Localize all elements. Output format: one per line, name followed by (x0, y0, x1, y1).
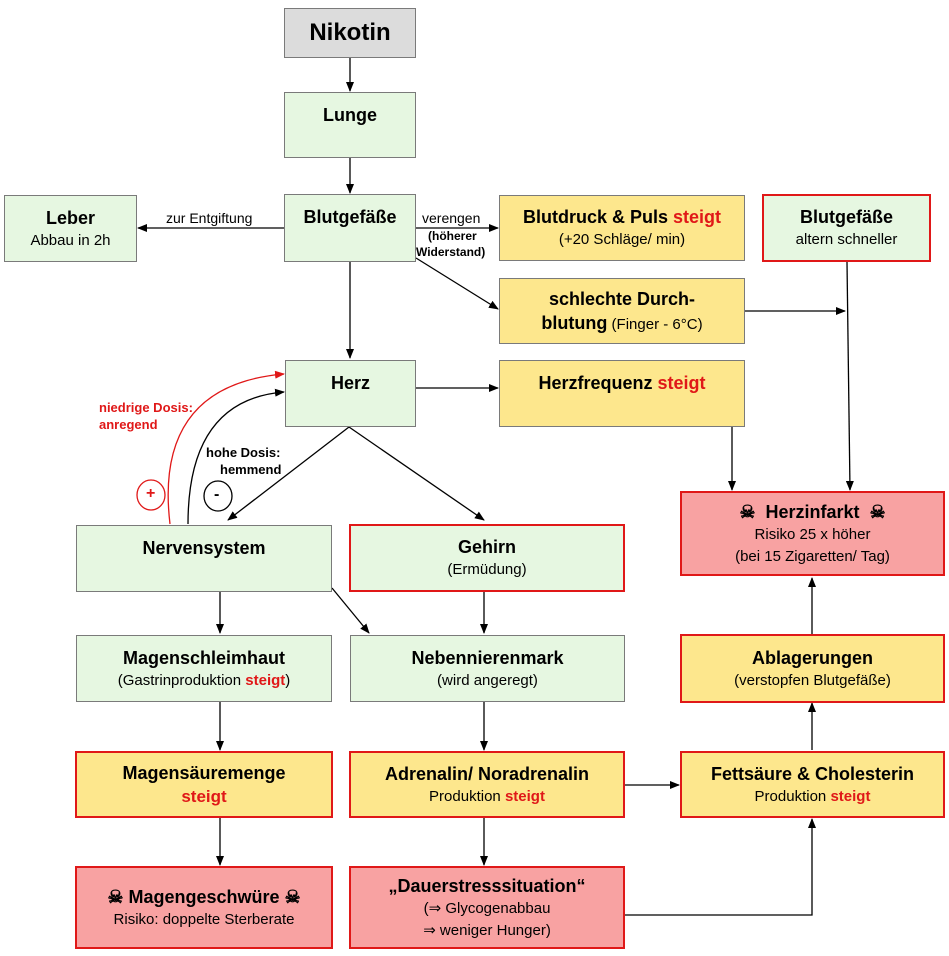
minus-circle (203, 480, 233, 512)
node-fettsaeure-steigt: steigt (830, 787, 871, 805)
skull-icon: ☠ (869, 501, 886, 522)
node-blutgefaesse-altern-sub: altern schneller (795, 231, 898, 248)
label-hemmend: hemmend (220, 462, 282, 477)
node-durchblutung-title-1: schlechte Durch- (548, 288, 696, 309)
node-adrenalin: Adrenalin/ Noradrenalin Produktion steig… (349, 751, 625, 818)
arrow-nerven-herz-hemmend (187, 388, 285, 525)
node-nikotin: Nikotin (284, 8, 416, 58)
node-nervensystem-title: Nervensystem (142, 538, 266, 558)
node-nervensystem: Nervensystem (76, 525, 332, 592)
node-nebennierenmark-sub: (wird angeregt) (437, 671, 538, 689)
node-herzinfarkt-sub-1: Risiko 25 x höher (754, 525, 871, 543)
node-blutgefaesse-altern: Blutgefäße altern schneller (762, 194, 931, 262)
arrow-blutgefaesse-durchblutung (415, 257, 499, 310)
node-leber-sub: Abbau in 2h (30, 231, 111, 249)
node-ablagerungen-sub: (verstopfen Blutgefäße) (734, 671, 891, 689)
node-dauerstress-sub-1: (⇒ Glycogenabbau (423, 899, 551, 917)
node-magenschleimhaut-sub-line: (Gastrinproduktion steigt) (118, 670, 291, 692)
node-fettsaeure-sub-line: Produktion steigt (755, 786, 871, 808)
node-dauerstress: „Dauerstresssituation“ (⇒ Glycogenabbau … (349, 866, 625, 949)
arrow-herz-nervensystem (227, 426, 350, 521)
node-magensaeure-steigt: steigt (181, 786, 227, 806)
node-magenschleimhaut: Magenschleimhaut (Gastrinproduktion stei… (76, 635, 332, 702)
node-adrenalin-sub: Produktion (429, 787, 505, 805)
skull-icon: ☠ (107, 886, 124, 907)
label-hoeherer: (höherer (428, 229, 477, 243)
node-magenschleimhaut-title: Magenschleimhaut (122, 647, 286, 668)
arrow-herz-gehirn (348, 426, 485, 521)
node-adrenalin-steigt: steigt (504, 787, 545, 805)
node-magengeschwuere-sub: Risiko: doppelte Sterberate (113, 910, 295, 928)
node-herzfrequenz-title: Herzfrequenz (538, 373, 658, 393)
node-blutdruck: Blutdruck & Puls steigt (+20 Schläge/ mi… (499, 195, 745, 261)
node-herz-title: Herz (330, 373, 370, 393)
plus-sign: + (146, 485, 156, 502)
node-magengeschwuere-title-line: ☠ Magengeschwüre ☠ (107, 885, 300, 909)
node-magensaeure: Magensäuremenge steigt (75, 751, 333, 818)
arrow-altern-herzinfarkt (845, 261, 854, 491)
node-ablagerungen: Ablagerungen (verstopfen Blutgefäße) (680, 634, 945, 703)
node-gehirn: Gehirn (Ermüdung) (349, 524, 625, 592)
label-hohe-dosis: hohe Dosis: (206, 445, 281, 460)
node-durchblutung-title-2: blutung (541, 312, 608, 333)
node-dauerstress-title: „Dauerstresssituation“ (388, 875, 586, 896)
node-adrenalin-sub-line: Produktion steigt (429, 786, 545, 808)
label-widerstand: Widerstand) (416, 245, 486, 259)
node-magensaeure-title: Magensäuremenge (122, 762, 286, 783)
node-blutgefaesse-title: Blutgefäße (303, 207, 397, 227)
arrow-nerven-nebennierenmark (331, 587, 370, 634)
node-herz: Herz (285, 360, 416, 427)
node-blutdruck-title: Blutdruck & Puls (522, 207, 673, 227)
node-nebennierenmark: Nebennierenmark (wird angeregt) (350, 635, 625, 702)
node-magenschleimhaut-steigt: steigt (245, 671, 286, 689)
node-magenschleimhaut-sub-close: ) (285, 671, 291, 689)
node-magengeschwuere-title: Magengeschwüre (128, 886, 280, 907)
node-nikotin-title: Nikotin (309, 19, 391, 46)
arrow-nerven-herz-anregend (167, 370, 285, 525)
node-herzinfarkt-title-line: ☠ Herzinfarkt ☠ (739, 500, 885, 524)
node-durchblutung-line-2: blutung (Finger - 6°C) (541, 311, 702, 336)
node-adrenalin-title: Adrenalin/ Noradrenalin (384, 763, 590, 784)
arrow-dauerstress-fettsaeure (625, 818, 816, 916)
node-dauerstress-sub-2: ⇒ weniger Hunger) (423, 921, 551, 939)
minus-sign: - (214, 486, 220, 503)
label-zur-entgiftung: zur Entgiftung (166, 210, 253, 226)
node-gehirn-sub: (Ermüdung) (447, 561, 527, 578)
node-fettsaeure: Fettsäure & Cholesterin Produktion steig… (680, 751, 945, 818)
node-herzfrequenz-title-line: Herzfrequenz steigt (538, 371, 705, 395)
plus-circle (136, 479, 166, 511)
node-durchblutung-sub: (Finger - 6°C) (607, 315, 703, 333)
node-fettsaeure-sub: Produktion (754, 787, 831, 805)
node-blutdruck-title-line: Blutdruck & Puls steigt (523, 205, 721, 229)
node-herzinfarkt-title: Herzinfarkt (765, 501, 860, 522)
label-niedrige-dosis: niedrige Dosis: (99, 400, 193, 415)
node-nebennierenmark-title: Nebennierenmark (411, 647, 564, 668)
node-lunge: Lunge (284, 92, 416, 158)
node-blutgefaesse: Blutgefäße (284, 194, 416, 262)
node-ablagerungen-title: Ablagerungen (751, 647, 873, 668)
node-fettsaeure-title: Fettsäure & Cholesterin (710, 763, 915, 784)
node-durchblutung: schlechte Durch- blutung (Finger - 6°C) (499, 278, 745, 344)
node-blutgefaesse-altern-title: Blutgefäße (799, 207, 893, 227)
node-gehirn-title: Gehirn (457, 537, 516, 557)
node-leber-title: Leber (45, 207, 96, 228)
node-magenschleimhaut-sub: (Gastrinproduktion (117, 671, 246, 689)
node-magengeschwuere: ☠ Magengeschwüre ☠ Risiko: doppelte Ster… (75, 866, 333, 949)
node-herzfrequenz-steigt: steigt (657, 373, 706, 393)
node-herzinfarkt-sub-2: (bei 15 Zigaretten/ Tag) (735, 547, 890, 565)
skull-icon: ☠ (284, 886, 301, 907)
label-anregend: anregend (99, 417, 158, 432)
node-herzfrequenz: Herzfrequenz steigt (499, 360, 745, 427)
node-blutdruck-steigt: steigt (673, 207, 722, 227)
node-lunge-title: Lunge (323, 105, 377, 125)
node-leber: Leber Abbau in 2h (4, 195, 137, 262)
label-verengen: verengen (422, 210, 481, 226)
skull-icon: ☠ (739, 501, 756, 522)
node-blutdruck-sub: (+20 Schläge/ min) (558, 231, 686, 248)
node-herzinfarkt: ☠ Herzinfarkt ☠ Risiko 25 x höher (bei 1… (680, 491, 945, 576)
